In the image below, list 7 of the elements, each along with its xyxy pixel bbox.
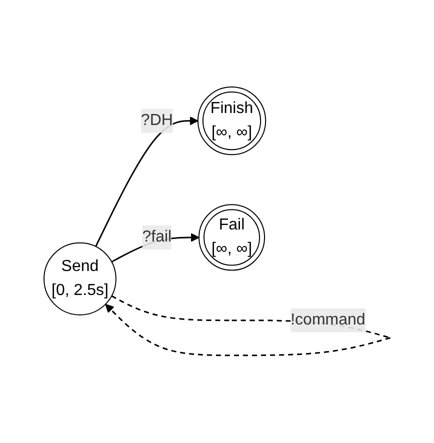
node-circle: Send [0, 2.5s] — [43, 242, 116, 316]
node-circle: Finish [∞, ∞] — [197, 86, 266, 156]
edge-label: !command — [290, 312, 366, 329]
arrow — [94, 116, 198, 248]
edge-label: ?DH — [140, 112, 173, 130]
edge-label: ?fail — [142, 228, 172, 246]
node-circle: Fail [∞, ∞] — [198, 204, 265, 272]
